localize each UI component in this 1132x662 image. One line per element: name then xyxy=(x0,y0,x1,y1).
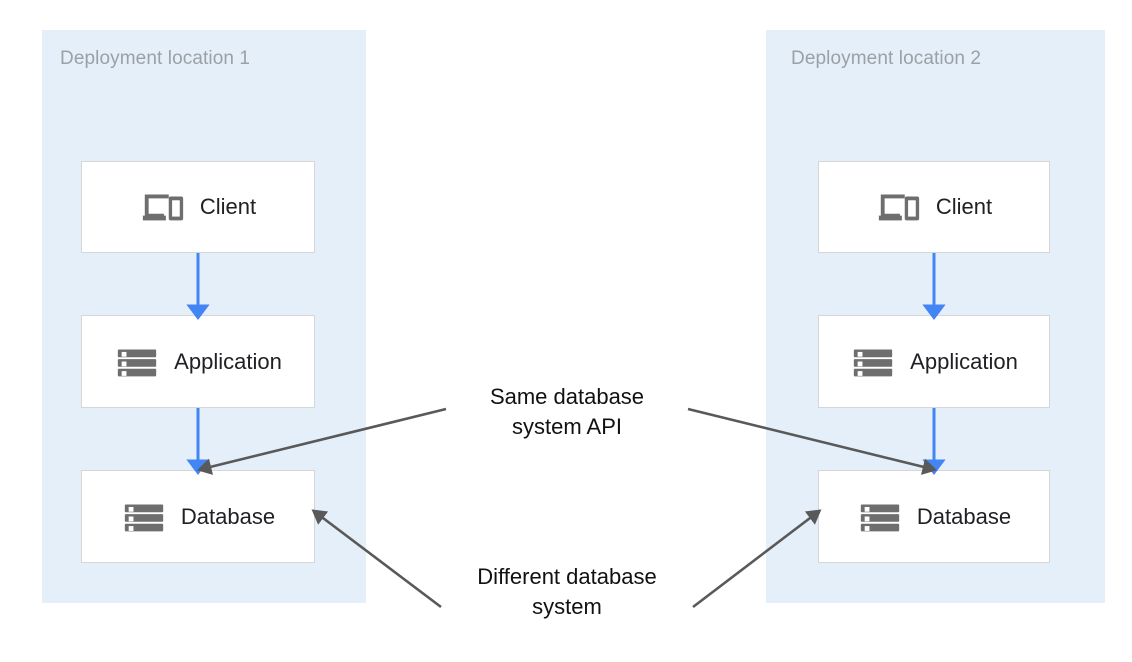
node-content: Client xyxy=(876,184,992,230)
node-label-application-1: Application xyxy=(174,348,282,374)
node-application-2[interactable]: Application xyxy=(818,315,1050,408)
devices-icon xyxy=(142,194,183,221)
node-client-1[interactable]: Client xyxy=(81,161,315,253)
node-label-database-1: Database xyxy=(180,503,276,529)
annotation-same-database-system-api: Same database system API xyxy=(455,382,679,442)
annotation-line-1: Same database xyxy=(489,384,645,409)
node-label-database-2: Database xyxy=(916,503,1012,529)
zone-title-1: Deployment location 1 xyxy=(60,48,251,69)
annotation-line-2: system xyxy=(532,594,602,619)
node-client-2[interactable]: Client xyxy=(818,161,1050,253)
node-content: Database xyxy=(121,494,275,540)
node-content: Database xyxy=(857,494,1011,540)
annotation-different-database-system: Different database system xyxy=(455,562,679,622)
node-application-1[interactable]: Application xyxy=(81,315,315,408)
node-label-client-1: Client xyxy=(199,194,257,219)
node-database-1[interactable]: Database xyxy=(81,470,315,563)
node-label-application-2: Application xyxy=(910,348,1018,374)
database-stack-icon xyxy=(124,504,164,531)
database-stack-icon xyxy=(860,504,900,531)
server-stack-icon xyxy=(118,349,157,376)
node-content: Application xyxy=(850,339,1018,385)
node-content: Application xyxy=(114,339,282,385)
node-database-2[interactable]: Database xyxy=(818,470,1050,563)
devices-icon xyxy=(878,194,919,221)
annotation-line-1: Different database xyxy=(477,564,657,589)
node-content: Client xyxy=(140,184,256,230)
server-stack-icon xyxy=(854,349,893,376)
zone-title-2: Deployment location 2 xyxy=(791,48,982,69)
node-label-client-2: Client xyxy=(935,194,993,219)
annotation-line-2: system API xyxy=(511,414,623,439)
